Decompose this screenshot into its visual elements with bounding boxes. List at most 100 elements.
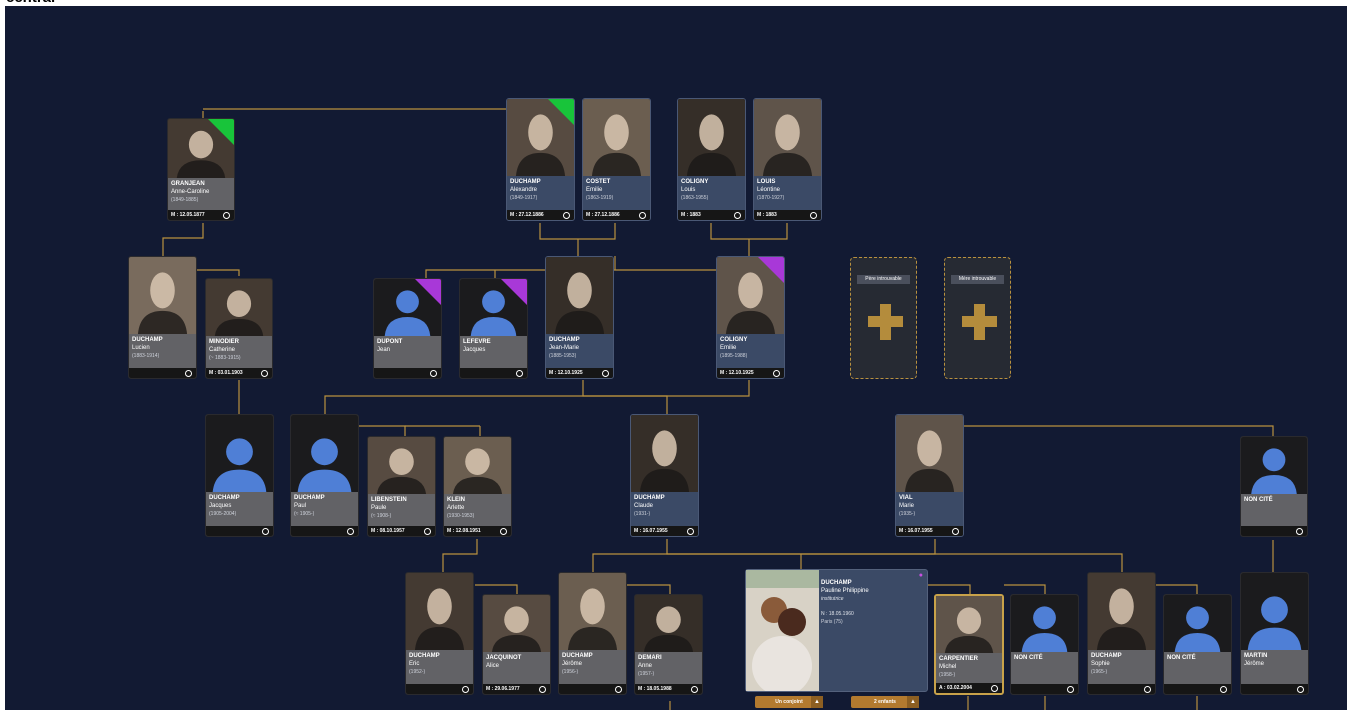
marriage-date: M : 1883 xyxy=(757,212,777,218)
link-icon[interactable] xyxy=(734,212,741,219)
link-icon[interactable] xyxy=(615,686,622,693)
green-flag-icon xyxy=(208,119,234,145)
person-card-noncite-2[interactable]: Non cité xyxy=(1010,594,1079,695)
link-icon[interactable] xyxy=(687,528,694,535)
link-icon[interactable] xyxy=(261,370,268,377)
link-icon[interactable] xyxy=(1220,686,1227,693)
ghost-father-card[interactable]: Père introuvable xyxy=(850,257,917,379)
person-given-name: Léontine xyxy=(757,187,781,193)
link-icon[interactable] xyxy=(1296,528,1303,535)
person-dates: (1883-1914) xyxy=(132,353,160,359)
portrait-photo xyxy=(368,437,435,494)
spouse-button[interactable]: Un conjoint ▲ xyxy=(755,696,823,708)
link-icon[interactable] xyxy=(262,528,269,535)
person-photo xyxy=(583,99,650,176)
portrait-photo xyxy=(559,573,626,650)
link-icon[interactable] xyxy=(563,212,570,219)
selected-given: Pauline Philippine xyxy=(821,588,869,594)
person-card-noncite-3[interactable]: Non cité xyxy=(1163,594,1232,695)
person-dates: (1849-1885) xyxy=(171,197,199,203)
link-icon[interactable] xyxy=(991,685,998,692)
link-icon[interactable] xyxy=(347,528,354,535)
link-icon[interactable] xyxy=(952,528,959,535)
link-icon[interactable] xyxy=(1144,686,1151,693)
portrait-photo xyxy=(444,437,511,494)
person-surname: Non cité xyxy=(1167,655,1196,661)
marriage-bar xyxy=(1011,684,1078,694)
person-card-noncite-top[interactable]: Non cité xyxy=(1240,436,1308,537)
person-dates: (1905-2004) xyxy=(209,511,237,517)
link-icon[interactable] xyxy=(185,370,192,377)
link-icon[interactable] xyxy=(773,370,780,377)
link-icon[interactable] xyxy=(810,212,817,219)
selected-person-card[interactable]: ● DUCHAMP Pauline Philippine institutric… xyxy=(745,569,928,692)
link-icon[interactable] xyxy=(430,370,437,377)
children-button[interactable]: 2 enfants ▲ xyxy=(851,696,919,708)
link-icon[interactable] xyxy=(1297,686,1304,693)
person-given-name: Alice xyxy=(486,663,500,669)
link-icon[interactable] xyxy=(539,686,546,693)
link-icon[interactable] xyxy=(424,528,431,535)
ghost-mother-label: Mère introuvable xyxy=(951,275,1004,284)
link-icon[interactable] xyxy=(691,686,698,693)
ghost-mother-card[interactable]: Mère introuvable xyxy=(944,257,1011,379)
link-icon[interactable] xyxy=(500,528,507,535)
marriage-bar xyxy=(1241,526,1307,536)
person-given-name: Michel xyxy=(939,664,957,670)
person-photo xyxy=(368,437,435,494)
person-surname: LOUIS xyxy=(757,179,776,185)
marriage-bar: M : 1883 xyxy=(678,210,745,220)
link-icon[interactable] xyxy=(602,370,609,377)
portrait-photo xyxy=(896,415,963,492)
marriage-bar: M : 12.08.1951 xyxy=(444,526,511,536)
link-icon[interactable] xyxy=(516,370,523,377)
chevron-down-icon: ▲ xyxy=(907,696,919,708)
person-surname: DUCHAMP xyxy=(209,495,240,501)
marriage-date: M : 03.01.1903 xyxy=(209,370,243,376)
person-photo xyxy=(678,99,745,176)
link-icon[interactable] xyxy=(639,212,646,219)
person-photo xyxy=(754,99,821,176)
person-silhouette-icon xyxy=(1245,437,1303,494)
link-icon[interactable] xyxy=(462,686,469,693)
link-icon[interactable] xyxy=(223,212,230,219)
marriage-bar: M : 27.12.1886 xyxy=(507,210,574,220)
person-dates: (1958-) xyxy=(939,672,956,678)
top-strip: central xyxy=(0,0,1350,6)
person-surname: LIBENSTEIN xyxy=(371,497,407,503)
person-text: Non cité xyxy=(1014,654,1076,662)
link-icon[interactable] xyxy=(1067,686,1074,693)
